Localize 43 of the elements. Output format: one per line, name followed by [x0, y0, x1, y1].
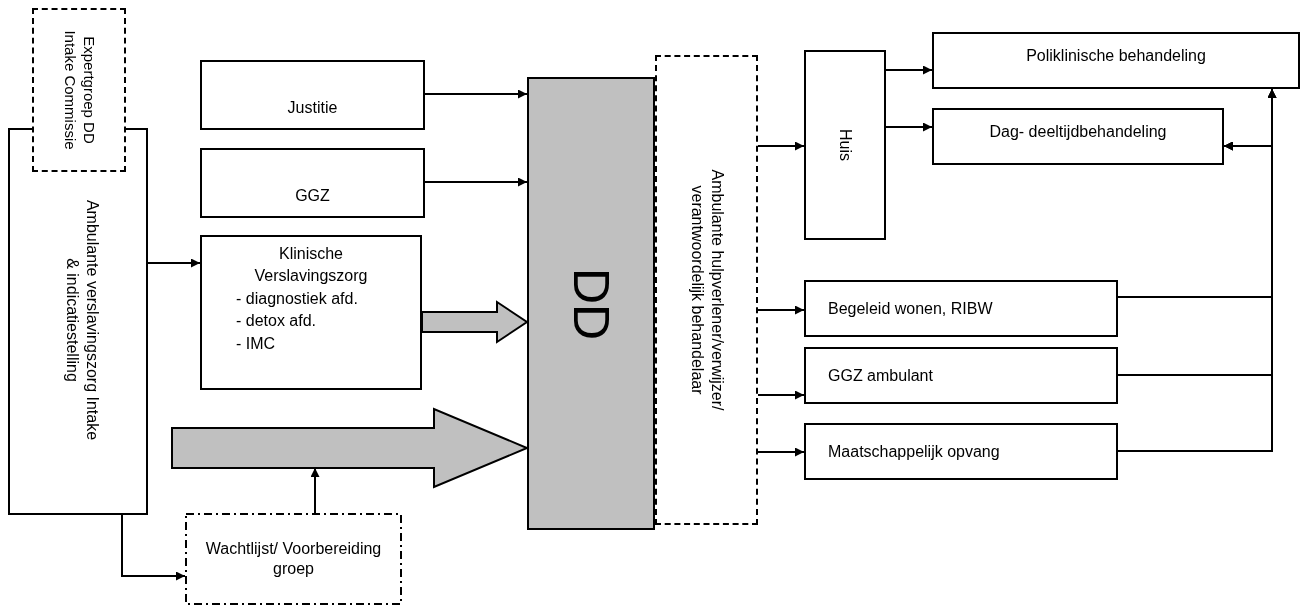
process-box: [200, 235, 422, 390]
box-label: GGZ: [294, 186, 331, 206]
arrow: [757, 305, 805, 315]
arrow: [121, 514, 186, 581]
box-label: Justitie: [286, 98, 339, 118]
process-box: [804, 347, 1118, 404]
box-label: GGZ ambulant: [828, 365, 933, 386]
process-box: [804, 50, 886, 240]
box-label: Poliklinische behandeling: [1025, 46, 1207, 66]
arrow: [424, 89, 528, 99]
box-label: Begeleid wonen, RIBW: [828, 298, 993, 319]
box-label: Expertgroep DD Intake Commissie: [61, 30, 98, 150]
service-box: [32, 8, 126, 172]
service-box: [655, 55, 758, 525]
arrow: [310, 467, 320, 514]
box-title: Klinische Verslavingszorg: [253, 244, 369, 287]
arrow: [424, 177, 528, 187]
process-box: [185, 513, 402, 605]
arrow: [147, 258, 201, 268]
box-label: Huis: [836, 128, 855, 163]
arrow: [757, 390, 805, 400]
process-box: [932, 108, 1224, 165]
box-label: DD: [562, 266, 621, 342]
box-label: Wachtlijst/ Voorbereiding groep: [204, 539, 383, 579]
arrow: [885, 122, 933, 132]
process-box: [200, 148, 425, 218]
list-item: - diagnostiek afd.: [236, 288, 358, 309]
arrow: [885, 65, 933, 75]
process-box: [932, 32, 1300, 89]
process-box: [804, 423, 1118, 480]
list-item: - IMC: [236, 333, 276, 354]
box-label: Dag- deeltijdbehandeling: [988, 122, 1168, 142]
box-label: Maatschappelijk opvang: [828, 441, 1000, 462]
process-box: [804, 280, 1118, 337]
box-label: Ambulante hulpverlener/verwijzer/ verantwoordelijk behandelaar: [687, 168, 727, 413]
box-label: Ambulante verslavingszorg Intake & indicatiestelling: [63, 198, 102, 443]
block-arrow: [171, 407, 530, 489]
process-box: [527, 77, 655, 530]
block-arrow: [421, 300, 529, 344]
list-item: - detox afd.: [236, 311, 317, 332]
arrow: [757, 447, 805, 457]
arrow: [757, 141, 805, 151]
process-box: [200, 60, 425, 130]
